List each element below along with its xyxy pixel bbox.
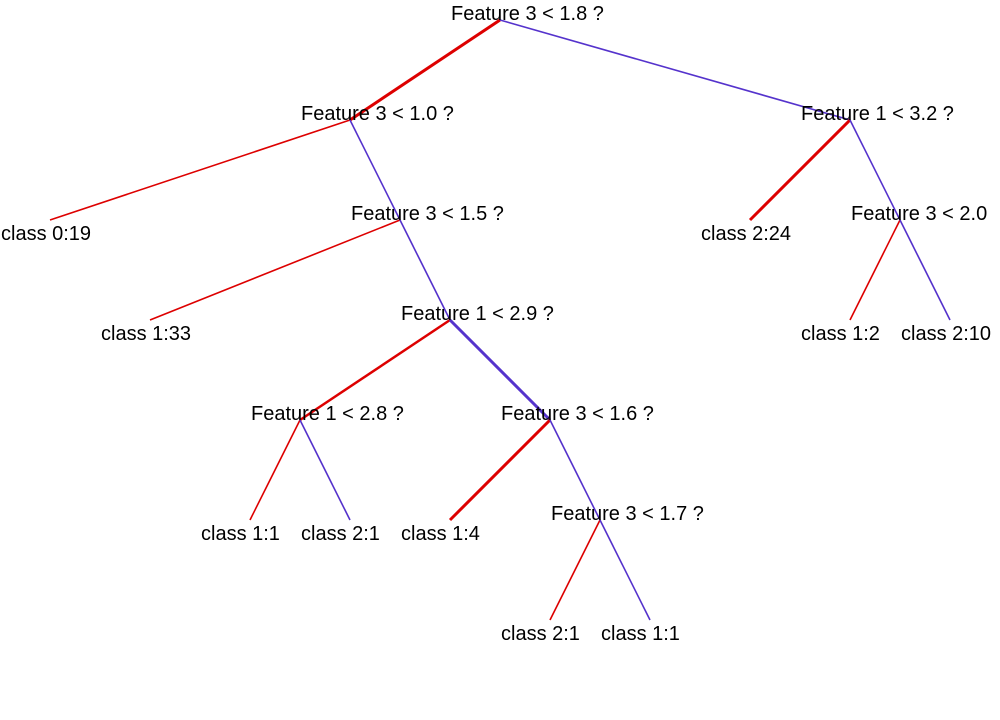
- edge-n7-n11-false-branch: [899, 219, 951, 321]
- decision-node-label: Feature 3 < 2.0: [851, 203, 987, 225]
- decision-node-label: Feature 1 < 3.2 ?: [801, 103, 954, 125]
- leaf-node-label: class 1:1: [201, 523, 280, 545]
- edge-n1-n2-true-branch: [349, 18, 501, 122]
- edge-n13-n16-true-branch: [448, 418, 552, 522]
- decision-node-label: Feature 3 < 1.7 ?: [551, 503, 704, 525]
- edge-n12-n14-true-branch: [249, 419, 301, 521]
- leaf-node-label: class 1:33: [101, 323, 191, 345]
- leaf-node-label: class 1:1: [601, 623, 680, 645]
- tree-labels: Feature 3 < 1.8 ? Feature 3 < 1.0 ? Featur…: [1, 3, 991, 645]
- leaf-node-label: class 2:10: [901, 323, 991, 345]
- edge-n5-n8-true-branch: [149, 219, 401, 321]
- edge-n5-n9-false-branch: [399, 219, 451, 321]
- edge-n1-n3-false-branch: [499, 19, 851, 121]
- leaf-node-label: class 1:4: [401, 523, 480, 545]
- edge-n17-n19-false-branch: [599, 519, 651, 621]
- edge-n9-n13-false-branch: [448, 318, 552, 422]
- edge-n9-n12-true-branch: [299, 318, 451, 422]
- decision-node-label: Feature 3 < 1.6 ?: [501, 403, 654, 425]
- decision-node-label: Feature 3 < 1.5 ?: [351, 203, 504, 225]
- decision-node-label: Feature 1 < 2.9 ?: [401, 303, 554, 325]
- edge-n3-n6-true-branch: [748, 118, 852, 222]
- edge-n2-n5-false-branch: [349, 119, 401, 221]
- edge-n13-n17-false-branch: [549, 419, 601, 521]
- leaf-node-label: class 1:2: [801, 323, 880, 345]
- decision-node-label: Feature 1 < 2.8 ?: [251, 403, 404, 425]
- decision-node-label: Feature 3 < 1.0 ?: [301, 103, 454, 125]
- leaf-node-label: class 2:1: [301, 523, 380, 545]
- edge-n17-n18-true-branch: [549, 519, 601, 621]
- edge-n7-n10-true-branch: [849, 219, 901, 321]
- edge-n3-n7-false-branch: [849, 119, 901, 221]
- leaf-node-label: class 2:24: [701, 223, 791, 245]
- edge-n2-n4-true-branch: [49, 119, 351, 221]
- leaf-node-label: class 2:1: [501, 623, 580, 645]
- tree-edges: [49, 18, 951, 621]
- leaf-node-label: class 0:19: [1, 223, 91, 245]
- edge-n12-n15-false-branch: [299, 419, 351, 521]
- decision-node-label: Feature 3 < 1.8 ?: [451, 3, 604, 25]
